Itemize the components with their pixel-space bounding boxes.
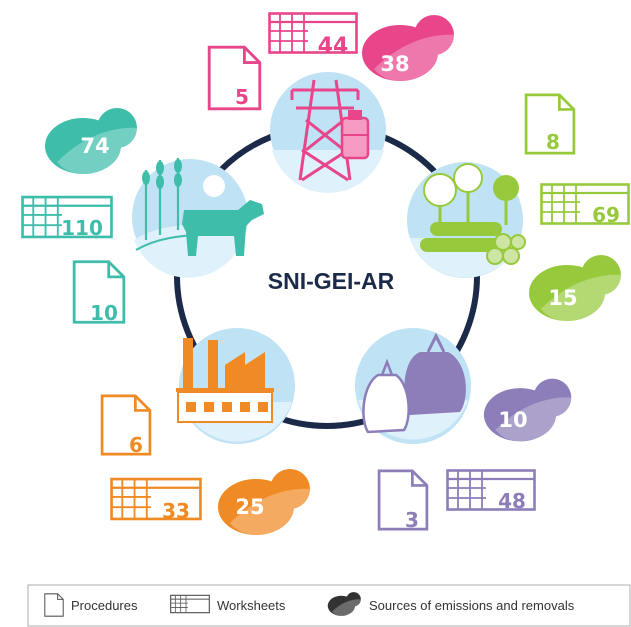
waste-procedures-icon xyxy=(377,469,429,531)
forestry-procedures-count: 8 xyxy=(546,130,560,154)
waste-sources-icon xyxy=(483,378,574,442)
forestry-worksheets-count: 69 xyxy=(592,203,620,227)
industry-sources-count: 25 xyxy=(235,495,264,519)
agriculture-procedures-count: 10 xyxy=(90,301,118,325)
energy-procedures-count: 5 xyxy=(235,85,249,109)
waste-worksheets-count: 48 xyxy=(498,489,526,513)
legend-procedures-label: Procedures xyxy=(71,598,138,613)
trees-logs-icon xyxy=(420,163,526,265)
waste-sector xyxy=(355,328,471,444)
procedures-legend-icon xyxy=(44,593,64,617)
forestry-sources-count: 15 xyxy=(548,286,577,310)
waste-sources-count: 10 xyxy=(498,408,527,432)
energy-sector xyxy=(270,72,386,193)
energy-sources-count: 38 xyxy=(380,52,409,76)
energy-worksheets-count: 44 xyxy=(318,34,349,59)
agriculture-sources-count: 74 xyxy=(80,134,109,158)
worksheets-legend-icon xyxy=(170,594,210,614)
agriculture-sector xyxy=(132,158,264,278)
agriculture-worksheets-count: 110 xyxy=(61,216,103,240)
waste-procedures-count: 3 xyxy=(405,508,419,532)
legend-sources-label: Sources of emissions and removals xyxy=(369,598,575,613)
industry-sources-icon xyxy=(218,469,312,535)
legend: Procedures Worksheets Sources of emissio… xyxy=(27,584,631,627)
cow-wheat-icon xyxy=(135,158,264,256)
forestry-sector xyxy=(407,162,526,278)
legend-worksheets-label: Worksheets xyxy=(217,598,286,613)
industry-worksheets-count: 33 xyxy=(162,499,190,523)
garbage-bags-icon xyxy=(362,332,466,434)
factory-icon xyxy=(176,338,274,423)
industry-sector xyxy=(176,328,295,444)
industry-procedures-count: 6 xyxy=(129,433,143,457)
center-title: SNI-GEI-AR xyxy=(268,268,395,294)
